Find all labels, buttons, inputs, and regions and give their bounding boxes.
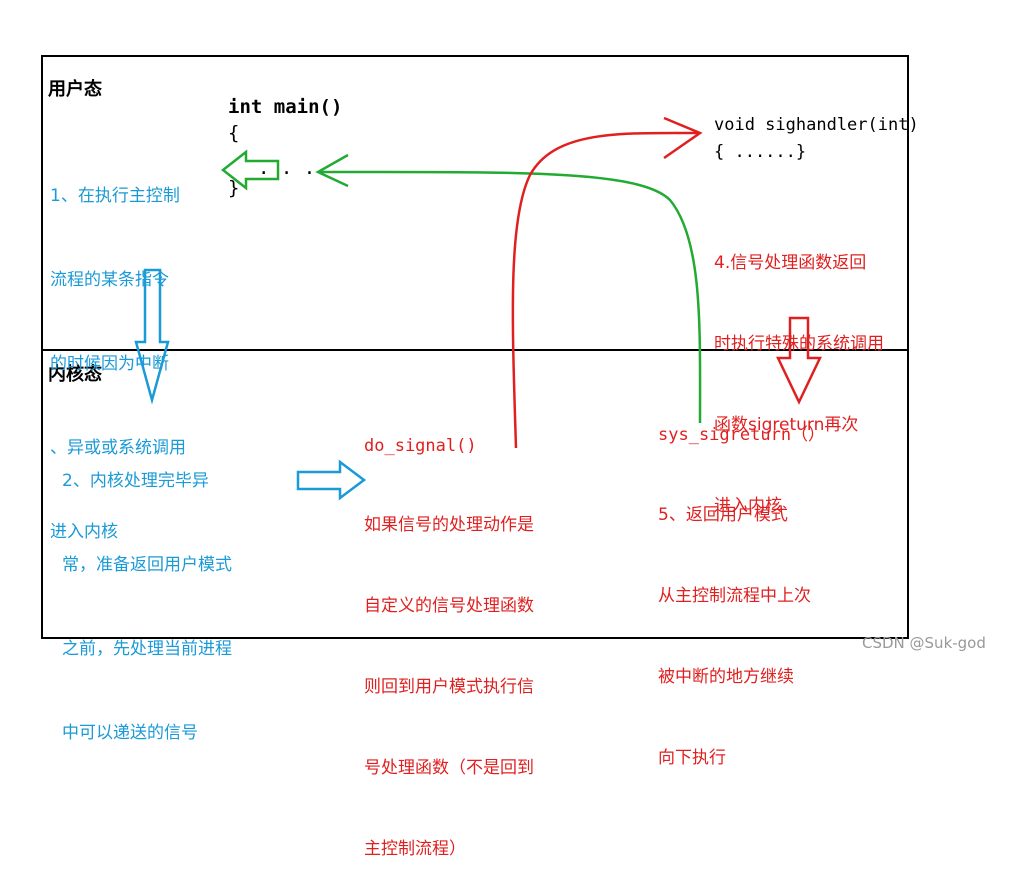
- step4-line: 时执行特殊的系统调用: [714, 334, 884, 354]
- code-main-brace-open: {: [228, 122, 240, 144]
- kernel-mode-label: 内核态: [48, 364, 102, 385]
- step3-line: 主控制流程）: [364, 839, 466, 859]
- diagram-frame: [41, 55, 909, 639]
- step1-line: 流程的某条指令: [50, 270, 169, 290]
- red-handler-curve: [511, 131, 699, 449]
- user-mode-label: 用户态: [48, 79, 102, 100]
- red-hollow-down-arrow: [776, 316, 822, 405]
- step5-line: 5、返回用户模式: [658, 505, 788, 525]
- watermark: CSDN @Suk-god: [862, 634, 986, 652]
- step1-line: 1、在执行主控制: [50, 186, 180, 206]
- step1-line: 进入内核: [50, 522, 118, 542]
- flow-arrows: [134, 116, 822, 501]
- green-return-curve: [317, 170, 702, 424]
- mode-divider-line: [41, 349, 909, 351]
- step1-line: 、异或或系统调用: [50, 438, 186, 458]
- step1-line: 的时候因为中断: [50, 354, 169, 374]
- step5-line: 被中断的地方继续: [658, 667, 794, 687]
- step4-line: 4.信号处理函数返回: [714, 253, 867, 273]
- step2-line: 2、内核处理完毕异: [62, 471, 209, 491]
- step4-text: 4.信号处理函数返回 时执行特殊的系统调用 函数sigreturn再次 进入内核: [714, 196, 884, 547]
- step1-text: 1、在执行主控制 流程的某条指令 的时候因为中断 、异或或系统调用 进入内核: [50, 126, 186, 574]
- step3-line: 号处理函数（不是回到: [364, 758, 534, 778]
- green-arrowhead: [315, 153, 349, 188]
- code-main: int main(): [228, 96, 343, 118]
- step5-line: 向下执行: [658, 748, 726, 768]
- step2-line: 中可以递送的信号: [62, 723, 198, 743]
- code-handler: void sighandler(int): [714, 115, 919, 135]
- step4-line: 函数sigreturn再次: [714, 415, 859, 435]
- step3-title: do_signal(): [364, 436, 477, 456]
- step4-line: 进入内核: [714, 496, 782, 516]
- step2-line: 之前，先处理当前进程: [62, 639, 232, 659]
- code-main-brace-close: }: [228, 177, 240, 199]
- blue-hollow-down-arrow: [134, 268, 170, 405]
- blue-hollow-right-arrow: [296, 459, 367, 501]
- green-hollow-left-arrow: [220, 149, 280, 191]
- step3-line: 如果信号的处理动作是: [364, 515, 534, 535]
- step5-line: 从主控制流程中上次: [658, 586, 811, 606]
- step5-title: sys_sigreturn（）: [658, 425, 826, 445]
- code-handler-body: { ......}: [714, 142, 807, 162]
- code-main-dots: . . .: [258, 157, 316, 179]
- step3-line: 则回到用户模式执行信: [364, 677, 534, 697]
- red-arrowhead: [663, 116, 703, 160]
- step3-line: 自定义的信号处理函数: [364, 596, 534, 616]
- step2-line: 常，准备返回用户模式: [62, 555, 232, 575]
